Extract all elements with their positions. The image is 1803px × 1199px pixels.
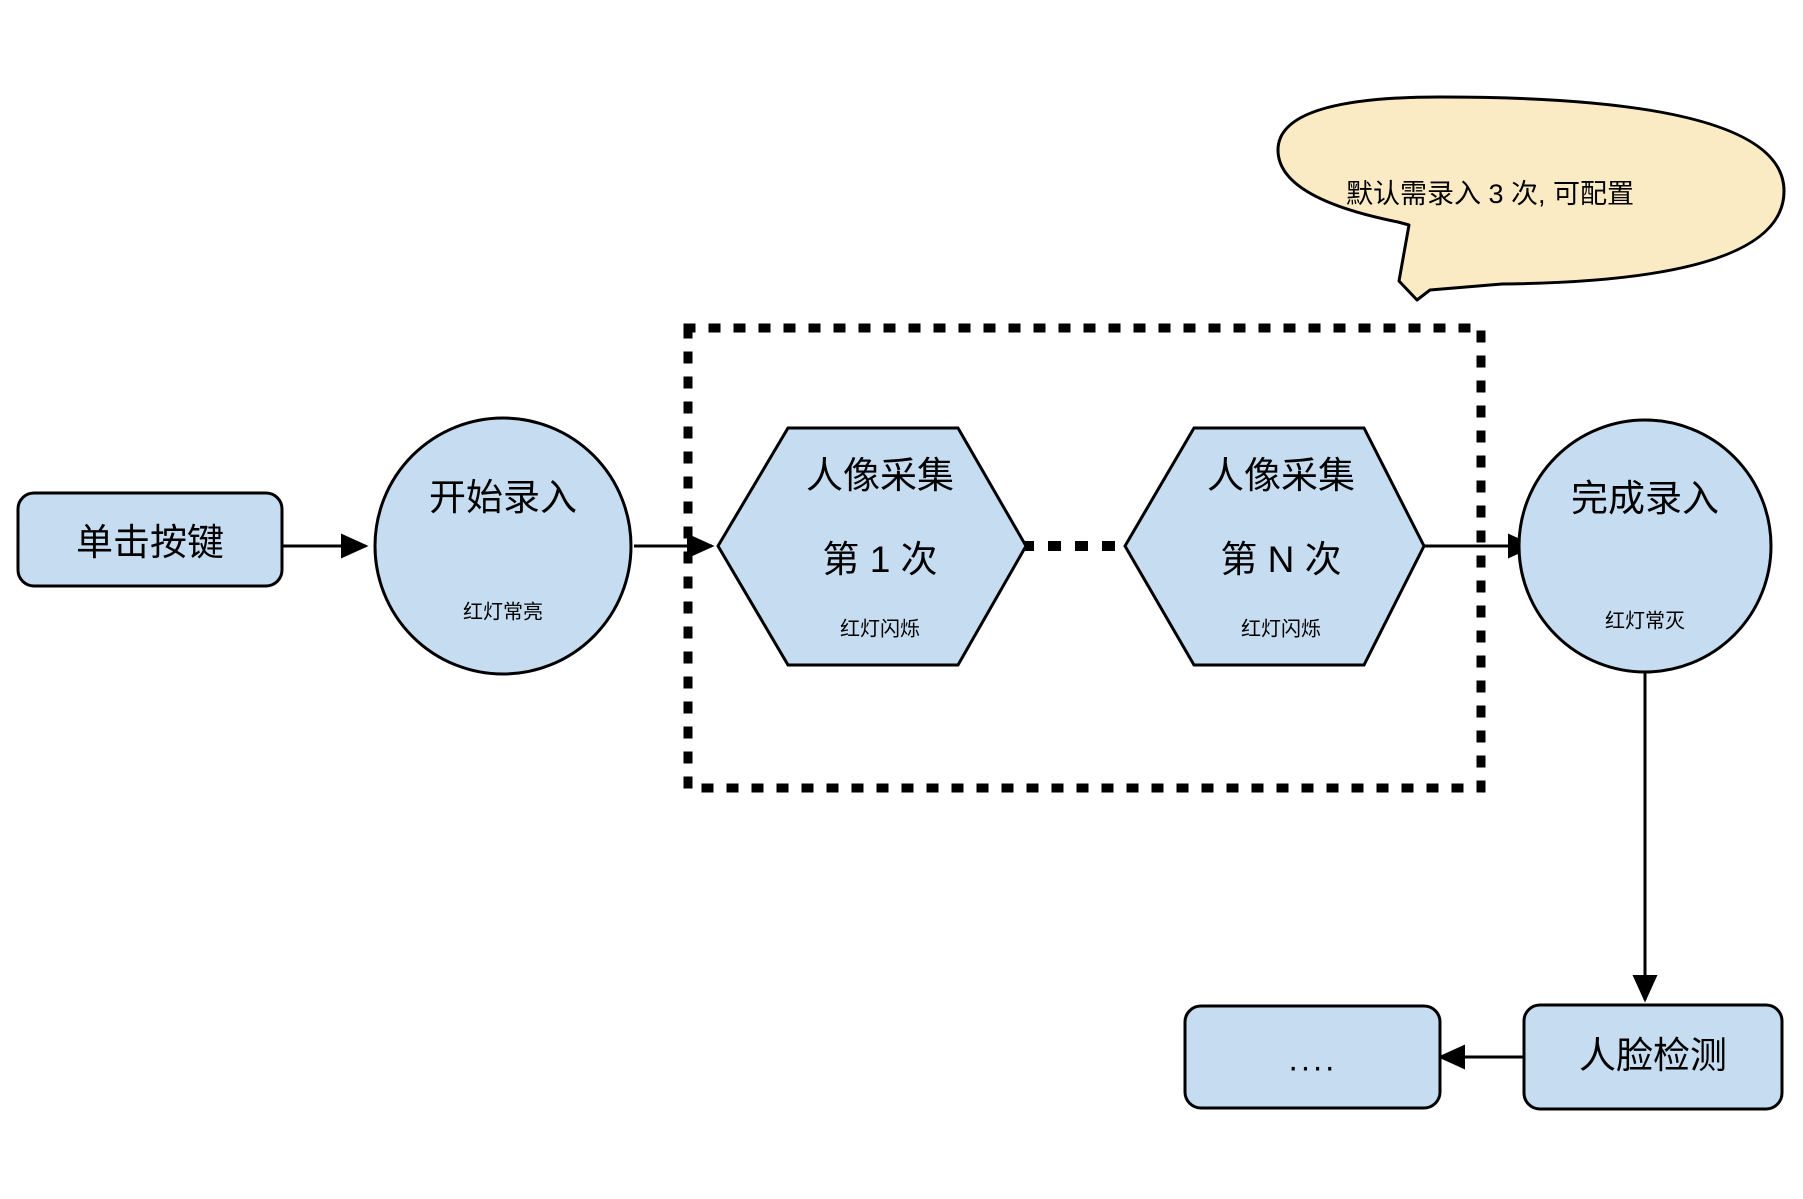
node-start-enroll-sublabel: 红灯常亮 bbox=[463, 600, 543, 623]
callout-bubble-shape bbox=[1276, 95, 1786, 302]
node-finish-enroll[interactable]: 完成录入 红灯常灭 bbox=[1517, 418, 1773, 674]
node-capture-n[interactable]: 人像采集 第 N 次 红灯闪烁 bbox=[1123, 426, 1426, 667]
callout-repeat-note[interactable]: 默认需录入 3 次, 可配置 bbox=[1276, 95, 1786, 302]
node-finish-enroll-sublabel: 红灯常灭 bbox=[1605, 609, 1685, 632]
node-face-detect-label: 人脸检测 bbox=[1579, 1035, 1727, 1076]
node-face-detect-shape bbox=[1522, 1003, 1784, 1111]
node-start-enroll-label: 开始录入 bbox=[429, 477, 577, 518]
node-capture-1[interactable]: 人像采集 第 1 次 红灯闪烁 bbox=[716, 426, 1028, 667]
node-capture-1-sublabel: 红灯闪烁 bbox=[840, 617, 920, 640]
callout-repeat-note-text: 默认需录入 3 次, 可配置 bbox=[1346, 179, 1634, 209]
node-capture-n-label2: 第 N 次 bbox=[1220, 539, 1341, 580]
node-click-button-shape bbox=[16, 491, 284, 588]
node-more-steps[interactable]: .... bbox=[1183, 1004, 1442, 1110]
node-finish-enroll-label: 完成录入 bbox=[1571, 478, 1719, 519]
node-more-steps-label: .... bbox=[1289, 1041, 1338, 1078]
node-more-steps-shape bbox=[1183, 1004, 1442, 1110]
node-click-button[interactable]: 单击按键 bbox=[16, 491, 284, 588]
node-capture-1-label2: 第 1 次 bbox=[822, 539, 937, 580]
node-finish-enroll-shape bbox=[1517, 418, 1773, 674]
node-start-enroll[interactable]: 开始录入 红灯常亮 bbox=[373, 416, 633, 676]
node-start-enroll-shape bbox=[373, 416, 633, 676]
node-capture-n-shape bbox=[1123, 426, 1426, 667]
node-capture-n-sublabel: 红灯闪烁 bbox=[1241, 617, 1321, 640]
node-click-button-label: 单击按键 bbox=[76, 522, 224, 563]
node-capture-1-shape bbox=[716, 426, 1028, 667]
node-capture-1-label: 人像采集 bbox=[806, 455, 954, 496]
node-face-detect[interactable]: 人脸检测 bbox=[1522, 1003, 1784, 1111]
node-capture-n-label: 人像采集 bbox=[1207, 455, 1355, 496]
